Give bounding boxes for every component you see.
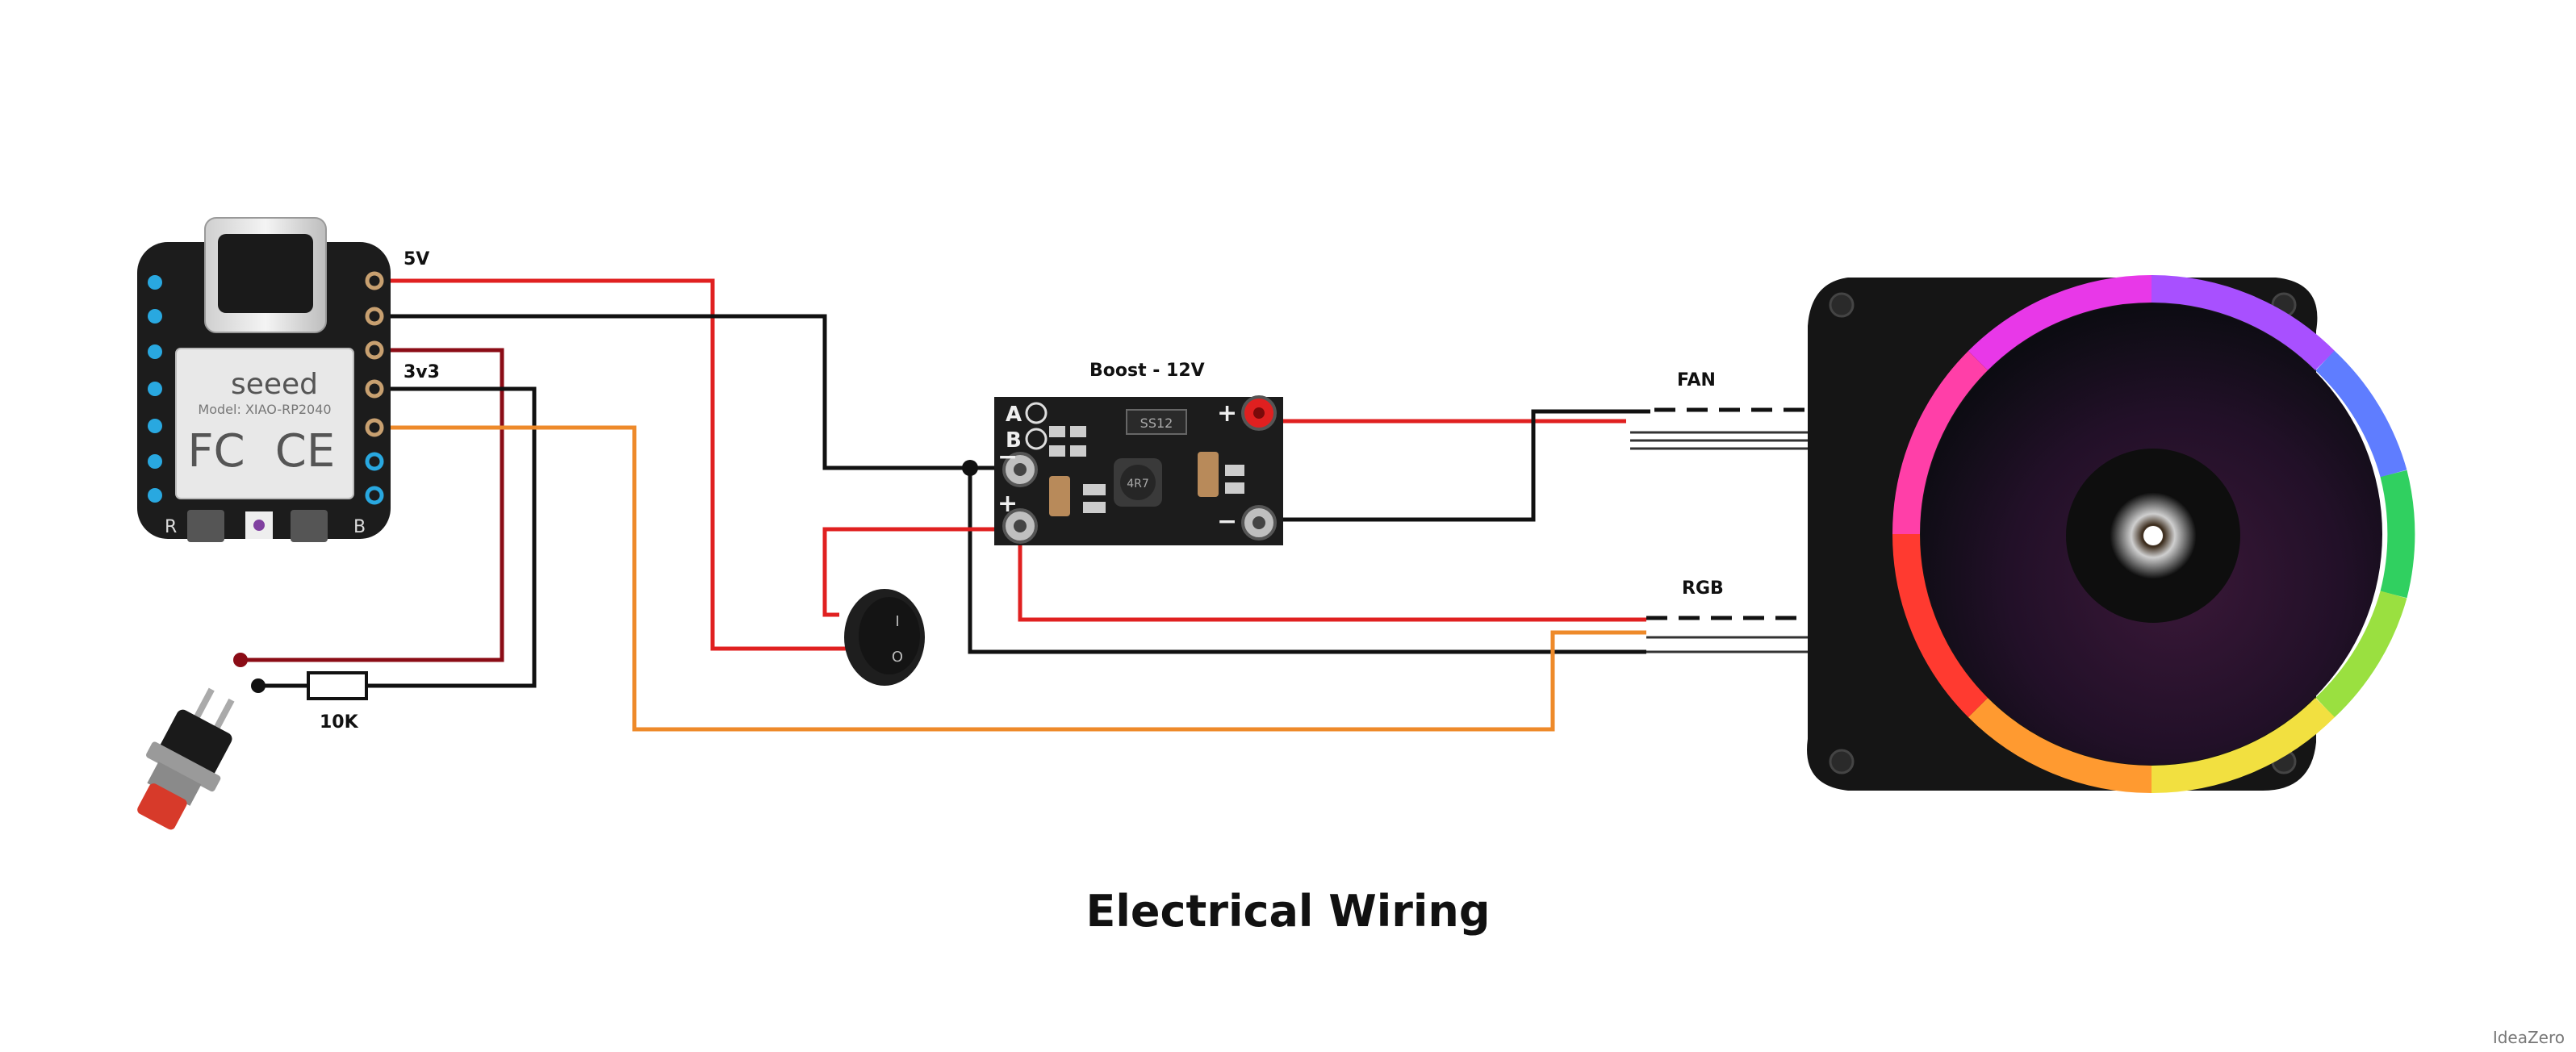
label-boost: Boost - 12V (1089, 361, 1205, 381)
resistor-10k (307, 671, 368, 700)
xiao-rp2040-board: seeed Model: XIAO-RP2040 FC CE R B (137, 217, 391, 542)
junction-button-darkred (233, 653, 248, 667)
boost-in-minus-mark: − (997, 443, 1018, 471)
boost-pin-a: A (1006, 403, 1022, 427)
fan-leads (1630, 407, 1808, 653)
label-5v: 5V (404, 249, 429, 269)
boost-pin-b: B (1006, 428, 1022, 453)
board-brand: seeed (231, 368, 318, 401)
label-3v3: 3v3 (404, 362, 440, 382)
rgb-fan (1807, 275, 2415, 793)
wire-boost-rgb-red (1018, 526, 1646, 622)
rf-shield (175, 348, 354, 499)
board-ce-mark: CE (275, 425, 335, 478)
left-pads (148, 275, 162, 503)
board-model: Model: XIAO-RP2040 (198, 402, 331, 417)
boost-out-plus-mark: + (1217, 399, 1237, 428)
wire-5v-red (374, 278, 852, 651)
boost-inductor-code: 4R7 (1127, 478, 1149, 491)
boost-converter: A B − + 4R7 SS12 + − (994, 395, 1283, 545)
boost-chip-code: SS12 (1140, 415, 1173, 431)
push-button (137, 687, 235, 830)
wire-3v3-black (368, 386, 537, 688)
wires (240, 278, 1650, 732)
wire-gnd-black (374, 314, 1017, 470)
wire-data-orange (374, 425, 1646, 732)
label-fan: FAN (1677, 370, 1716, 390)
rocker-switch: I O (844, 589, 925, 686)
reset-button (187, 510, 224, 542)
boost-in-plus-mark: + (997, 490, 1018, 518)
board-r-label: R (165, 517, 177, 537)
wire-boost-fan-black (1259, 409, 1650, 522)
boost-out-minus-mark: − (1217, 507, 1237, 536)
wire-button-darkred (240, 348, 504, 662)
credit-watermark: IdeaZero (2492, 1028, 2565, 1047)
switch-on-mark: I (895, 613, 899, 630)
label-rgb: RGB (1682, 578, 1724, 599)
switch-off-mark: O (892, 649, 903, 666)
boot-button (291, 510, 328, 542)
junction-gnd (962, 460, 978, 476)
diagram-title: Electrical Wiring (1085, 886, 1491, 937)
right-pads (365, 271, 384, 505)
junction-button-black (251, 678, 266, 693)
board-b-label: B (353, 517, 366, 537)
board-fc-mark: FC (187, 425, 245, 478)
label-resistor: 10K (320, 712, 359, 733)
wire-switch-boost-red (822, 527, 1018, 617)
